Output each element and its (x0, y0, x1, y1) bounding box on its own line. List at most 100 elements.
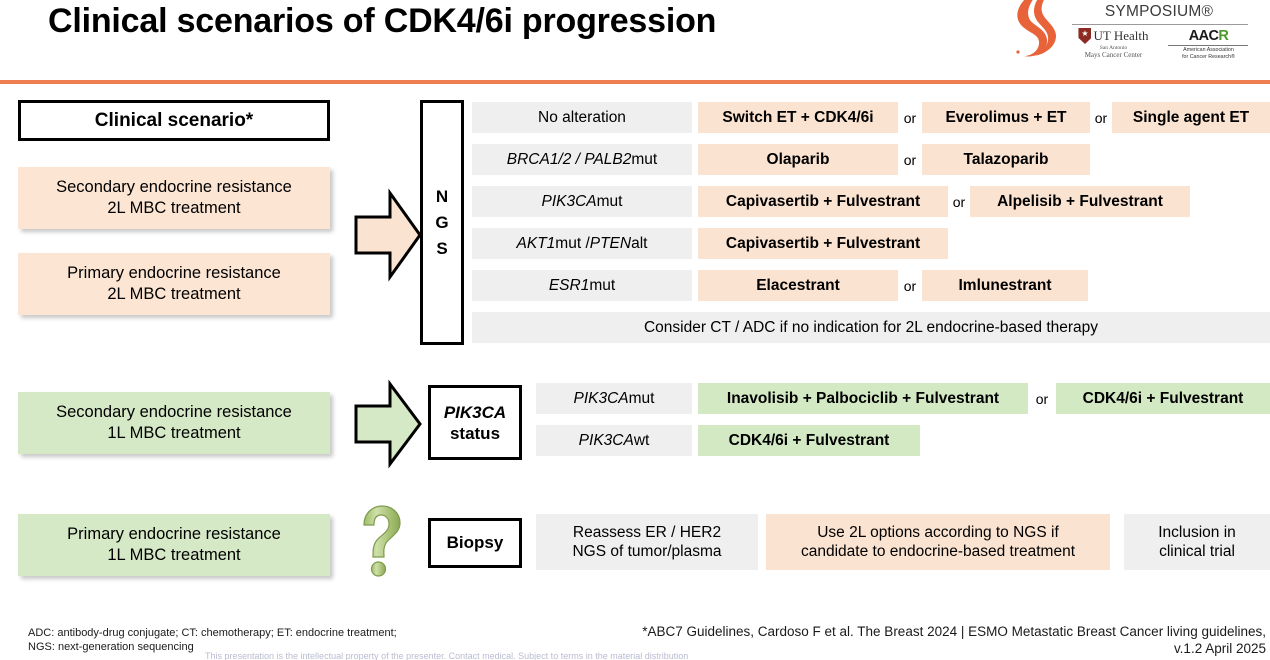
ut-health-city: San Antonio (1099, 45, 1128, 51)
scenario-line1: Secondary endocrine resistance (56, 178, 292, 196)
footnote-ref-line1: *ABC7 Guidelines, Cardoso F et al. The B… (642, 624, 1266, 639)
aacr-r: R (1218, 28, 1229, 44)
alteration-suffix: mut (596, 193, 623, 210)
scenario-line1: Secondary endocrine resistance (56, 403, 292, 421)
ngs-test-box: N G S (420, 100, 464, 345)
aacr-wordmark: AACR (1189, 28, 1229, 44)
scenario-primary-resistance-1l[interactable]: Primary endocrine resistance 1L MBC trea… (18, 514, 330, 576)
aacr-logo: AACR American Association for Cancer Res… (1167, 28, 1250, 60)
scenario-primary-resistance-2l[interactable]: Primary endocrine resistance 2L MBC trea… (18, 253, 330, 315)
ngs-alteration-esr1: ESR1 mut (472, 270, 692, 301)
header-divider-rule (0, 80, 1270, 84)
clinical-scenario-header-label: Clinical scenario* (94, 109, 254, 131)
alteration-suffix: mut (631, 151, 658, 168)
or-connector: or (898, 144, 922, 175)
symposium-swoosh-icon (1016, 0, 1056, 57)
biopsy-option-use-2l-options[interactable]: Use 2L options according to NGS if candi… (766, 514, 1110, 570)
ngs-footer-label: Consider CT / ADC if no indication for 2… (643, 319, 1099, 336)
scenario-line2: 2L MBC treatment (107, 199, 241, 217)
ngs-letter-s: S (436, 238, 448, 258)
option-line2: NGS of tumor/plasma (572, 543, 722, 560)
scenario-line2: 1L MBC treatment (107, 424, 241, 442)
scenario-secondary-resistance-1l[interactable]: Secondary endocrine resistance 1L MBC tr… (18, 392, 330, 454)
option-label: Switch ET + CDK4/6i (722, 109, 874, 126)
alteration-gene: BRCA1/2 / PALB2 (506, 151, 632, 168)
pik3ca-status-mut: PIK3CA mut (536, 383, 692, 414)
or-connector: or (898, 102, 922, 133)
footnote-abbrev-line1: ADC: antibody-drug conjugate; CT: chemot… (28, 627, 397, 639)
option-label: Single agent ET (1132, 109, 1250, 126)
scenario-line1: Primary endocrine resistance (67, 525, 281, 543)
ngs-option-elacestrant[interactable]: Elacestrant (698, 270, 898, 301)
or-label: or (1094, 109, 1108, 126)
ngs-option-capivasertib-fulvestrant-akt1[interactable]: Capivasertib + Fulvestrant (698, 228, 948, 259)
option-label: Talazoparib (963, 151, 1049, 168)
logo-title: BREAST CANCER SYMPOSIUM® (1068, 0, 1250, 20)
biopsy-label: Biopsy (446, 533, 504, 552)
ngs-option-switch-et-cdk46i[interactable]: Switch ET + CDK4/6i (698, 102, 898, 133)
pik3ca-status-box: PIK3CA status (428, 385, 522, 460)
or-connector: or (948, 186, 970, 217)
scenario-line2: 1L MBC treatment (107, 546, 241, 564)
ngs-option-capivasertib-fulvestrant[interactable]: Capivasertib + Fulvestrant (698, 186, 948, 217)
aacr-subtitle-line1: American Association (1183, 47, 1234, 53)
option-line1: Reassess ER / HER2 (572, 524, 722, 541)
alteration-suffix: mut (589, 277, 616, 294)
logo-title-line1: BREAST CANCER (1068, 0, 1250, 4)
pik3ca-status-wt: PIK3CA wt (536, 425, 692, 456)
biopsy-box: Biopsy (428, 518, 522, 568)
option-label: CDK4/6i + Fulvestrant (1082, 390, 1244, 407)
ngs-option-talazoparib[interactable]: Talazoparib (922, 144, 1090, 175)
ngs-alteration-akt1-pten: AKT1 mut / PTEN alt (472, 228, 692, 259)
alteration-suffix: mut / (555, 235, 590, 252)
logo-partners: UT Health San Antonio Mays Cancer Center… (1068, 28, 1250, 60)
question-mark-icon (363, 505, 401, 577)
option-line1: Use 2L options according to NGS if (817, 524, 1059, 541)
shield-icon (1078, 28, 1092, 44)
or-connector: or (1028, 383, 1056, 414)
arrow-to-pik3ca-icon (354, 379, 422, 469)
status-gene: PIK3CA (573, 390, 629, 407)
clinical-scenario-header-box: Clinical scenario* (18, 100, 330, 141)
ngs-option-imlunestrant[interactable]: Imlunestrant (922, 270, 1088, 301)
ngs-alteration-no-alteration: No alteration (472, 102, 692, 133)
footnote-abbreviations: ADC: antibody-drug conjugate; CT: chemot… (28, 626, 488, 654)
or-label: or (1035, 390, 1049, 407)
pik3ca-option-cdk46i-fulvestrant[interactable]: CDK4/6i + Fulvestrant (1056, 383, 1270, 414)
ngs-option-alpelisib-fulvestrant[interactable]: Alpelisib + Fulvestrant (970, 186, 1190, 217)
alteration-label: No alteration (538, 109, 626, 126)
ut-health-center: Mays Cancer Center (1084, 51, 1143, 59)
footnote-ref-line2: v.1.2 April 2025 (1173, 641, 1266, 656)
option-label: Capivasertib + Fulvestrant (725, 193, 921, 210)
arrow-to-ngs-icon (354, 188, 422, 282)
option-line1: Inclusion in (1158, 524, 1236, 541)
ngs-alteration-brca-palb2: BRCA1/2 / PALB2 mut (472, 144, 692, 175)
scenario-line2: 2L MBC treatment (107, 285, 241, 303)
scenario-secondary-resistance-2l[interactable]: Secondary endocrine resistance 2L MBC tr… (18, 167, 330, 229)
option-label: Elacestrant (756, 277, 840, 294)
aacr-divider (1168, 45, 1249, 46)
ngs-option-single-agent-et[interactable]: Single agent ET (1112, 102, 1270, 133)
or-label: or (903, 151, 917, 168)
page-title: Clinical scenarios of CDK4/6i progressio… (48, 2, 717, 40)
ut-health-name: UT Health (1093, 28, 1149, 43)
biopsy-option-clinical-trial[interactable]: Inclusion in clinical trial (1124, 514, 1270, 570)
or-label: or (903, 109, 917, 126)
ngs-option-everolimus-et[interactable]: Everolimus + ET (922, 102, 1090, 133)
ngs-letter-g: G (435, 212, 449, 232)
footnote-reference: *ABC7 Guidelines, Cardoso F et al. The B… (470, 623, 1266, 657)
ut-health-logo: UT Health San Antonio Mays Cancer Center (1068, 28, 1159, 59)
option-line2: candidate to endocrine-based treatment (800, 543, 1075, 560)
option-label: Inavolisib + Palbociclib + Fulvestrant (726, 390, 1000, 407)
status-gene: PIK3CA (578, 432, 634, 449)
pik3ca-status-word: status (449, 423, 501, 443)
or-connector: or (898, 270, 922, 301)
alteration-gene-2: PTEN (589, 235, 632, 252)
ngs-option-olaparib[interactable]: Olaparib (698, 144, 898, 175)
footnote-abbrev-line2: NGS: next-generation sequencing (28, 641, 194, 653)
biopsy-option-reassess-er-her2[interactable]: Reassess ER / HER2 NGS of tumor/plasma (536, 514, 758, 570)
pik3ca-option-inavolisib-palbociclib-fulvestrant[interactable]: Inavolisib + Palbociclib + Fulvestrant (698, 383, 1028, 414)
footnote-truncated-disclaimer: This presentation is the intellectual pr… (205, 652, 689, 660)
pik3ca-status-gene: PIK3CA (443, 402, 507, 422)
pik3ca-wt-option-cdk46i-fulvestrant[interactable]: CDK4/6i + Fulvestrant (698, 425, 920, 456)
